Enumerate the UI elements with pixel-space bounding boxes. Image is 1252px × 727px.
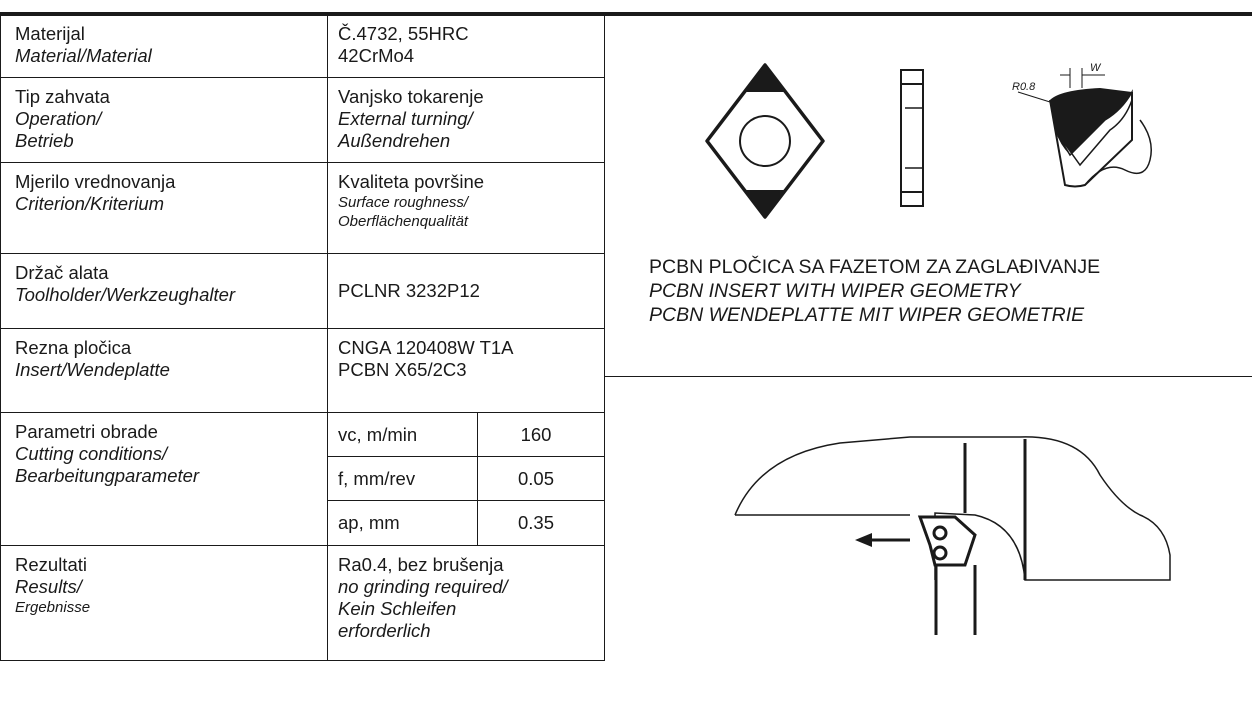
criterion-label-cell: Mjerilo vrednovanja Criterion/Kriterium xyxy=(0,162,328,254)
ap-value: 0.35 xyxy=(517,512,554,533)
table-row: Parametri obrade Cutting conditions/ Bea… xyxy=(0,412,605,546)
criterion-label: Mjerilo vrednovanja xyxy=(15,171,176,192)
figure-divider xyxy=(605,376,1252,377)
operation-value-cell: Vanjsko tokarenje External turning/ Auße… xyxy=(327,77,605,163)
params-label-alt-2: Bearbeitungparameter xyxy=(15,465,200,486)
vc-label-cell: vc, m/min xyxy=(327,412,478,457)
table-row: Mjerilo vrednovanja Criterion/Kriterium … xyxy=(0,162,605,254)
dim-radius-label: R0.8 xyxy=(1012,81,1036,93)
vc-label: vc, m/min xyxy=(338,423,418,445)
operation-value-1: Vanjsko tokarenje xyxy=(338,86,484,107)
vc-value-cell: 160 xyxy=(477,412,605,457)
ap-label-cell: ap, mm xyxy=(327,500,478,546)
insert-label-cell: Rezna pločica Insert/Wendeplatte xyxy=(0,328,328,413)
operation-label: Tip zahvata xyxy=(15,86,110,107)
f-value-cell: 0.05 xyxy=(477,456,605,501)
insert-value-cell: CNGA 120408W T1A PCBN X65/2C3 xyxy=(327,328,605,413)
results-value-3: Kein Schleifen xyxy=(338,598,457,619)
table-row: Rezultati Results/ Ergebnisse Ra0.4, bez… xyxy=(0,545,605,661)
vc-value: 160 xyxy=(520,423,552,445)
table-row: Tip zahvata Operation/ Betrieb Vanjsko t… xyxy=(0,77,605,163)
operation-label-alt-1: Operation/ xyxy=(15,108,102,129)
table-row: ap, mm 0.35 xyxy=(1,500,605,546)
ap-label: ap, mm xyxy=(338,512,400,533)
spec-table: Materijal Material/Material Č.4732, 55HR… xyxy=(0,14,605,661)
material-value-2: 42CrMo4 xyxy=(338,45,415,66)
params-label-cell: Parametri obrade Cutting conditions/ Bea… xyxy=(0,412,328,546)
dim-wiper-label: W xyxy=(1090,62,1102,74)
toolholder-value: PCLNR 3232P12 xyxy=(338,280,480,301)
material-label: Materijal xyxy=(15,23,85,44)
operation-value-2: External turning/ xyxy=(338,108,473,129)
toolholder-value-cell: PCLNR 3232P12 xyxy=(327,253,605,329)
insert-label: Rezna pločica xyxy=(15,337,132,358)
caption-line-1: PCBN PLOČICA SA FAZETOM ZA ZAGLAĐIVANJE xyxy=(649,256,1101,278)
results-value-4: erforderlich xyxy=(338,620,431,641)
table-row: Rezna pločica Insert/Wendeplatte CNGA 12… xyxy=(0,328,605,413)
results-label-alt-2: Ergebnisse xyxy=(15,599,91,616)
material-value-cell: Č.4732, 55HRC 42CrMo4 xyxy=(327,14,605,78)
insert-value-1: CNGA 120408W T1A xyxy=(338,337,514,358)
operation-label-alt-2: Betrieb xyxy=(15,130,74,151)
results-label-alt-1: Results/ xyxy=(15,576,82,597)
insert-caption: PCBN PLOČICA SA FAZETOM ZA ZAGLAĐIVANJE … xyxy=(649,255,1100,327)
criterion-label-alt: Criterion/Kriterium xyxy=(15,193,165,214)
ap-value-cell: 0.35 xyxy=(477,500,605,546)
turning-operation-icon xyxy=(734,436,1171,635)
params-label-alt-1: Cutting conditions/ xyxy=(15,443,168,464)
insert-side-view-icon xyxy=(900,69,924,207)
caption-line-2: PCBN INSERT WITH WIPER GEOMETRY xyxy=(649,280,1021,302)
insert-value-2: PCBN X65/2C3 xyxy=(338,359,467,380)
results-label-cell: Rezultati Results/ Ergebnisse xyxy=(0,545,328,661)
results-label: Rezultati xyxy=(15,554,87,575)
table-row: Držač alata Toolholder/Werkzeughalter PC… xyxy=(0,253,605,329)
wiper-detail-icon: R0.8 W xyxy=(1012,62,1152,188)
table-row: f, mm/rev 0.05 xyxy=(1,456,605,501)
f-value: 0.05 xyxy=(517,467,554,489)
caption-line-3: PCBN WENDEPLATTE MIT WIPER GEOMETRIE xyxy=(649,304,1085,326)
results-value-cell: Ra0.4, bez brušenja no grinding required… xyxy=(327,545,605,661)
operation-label-cell: Tip zahvata Operation/ Betrieb xyxy=(0,77,328,163)
top-rule xyxy=(0,0,1252,16)
operation-value-3: Außendrehen xyxy=(338,130,451,151)
results-value-2: no grinding required/ xyxy=(338,576,508,597)
f-label: f, mm/rev xyxy=(338,467,416,489)
toolholder-label: Držač alata xyxy=(15,262,109,283)
material-label-alt: Material/Material xyxy=(15,45,152,66)
insert-label-alt: Insert/Wendeplatte xyxy=(15,359,170,380)
material-value-1: Č.4732, 55HRC xyxy=(338,23,469,44)
params-label: Parametri obrade xyxy=(15,421,158,442)
insert-top-view-icon xyxy=(705,63,825,219)
criterion-value-2: Surface roughness/ xyxy=(338,194,469,211)
toolholder-label-alt: Toolholder/Werkzeughalter xyxy=(15,284,236,305)
toolholder-label-cell: Držač alata Toolholder/Werkzeughalter xyxy=(0,253,328,329)
criterion-value-3: Oberflächenqualität xyxy=(338,213,469,230)
material-label-cell: Materijal Material/Material xyxy=(0,14,328,78)
criterion-value-1: Kvaliteta površine xyxy=(338,171,485,192)
results-value-1: Ra0.4, bez brušenja xyxy=(338,554,504,575)
table-row: Materijal Material/Material Č.4732, 55HR… xyxy=(0,14,605,78)
criterion-value-cell: Kvaliteta površine Surface roughness/ Ob… xyxy=(327,162,605,254)
f-label-cell: f, mm/rev xyxy=(327,456,478,501)
